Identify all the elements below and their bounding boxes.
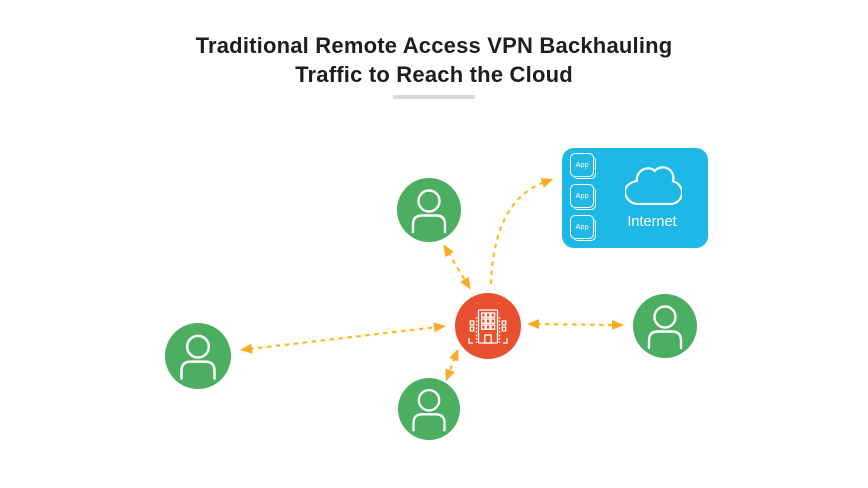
user-icon xyxy=(412,388,446,432)
arrow-datacenter-internet xyxy=(489,178,554,285)
app-box: App xyxy=(570,215,596,241)
arrow-user-top-datacenter xyxy=(443,244,471,290)
arrow-user-left-datacenter xyxy=(240,322,446,354)
page-title: Traditional Remote Access VPN Backhaulin… xyxy=(0,31,868,89)
internet-box: App App App Internet xyxy=(562,148,708,248)
page-title-line-2: Traffic to Reach the Cloud xyxy=(295,62,573,87)
app-box: App xyxy=(570,153,596,179)
title-divider xyxy=(393,95,475,99)
app-label: App xyxy=(575,222,589,232)
app-label: App xyxy=(575,160,589,170)
app-stack: App App App xyxy=(570,153,604,246)
user-icon xyxy=(180,334,216,380)
app-box: App xyxy=(570,184,596,210)
arrow-user-bottom-datacenter xyxy=(445,348,459,382)
remote-user-left xyxy=(165,323,231,389)
arrow-user-right-datacenter xyxy=(527,319,624,330)
remote-user-right xyxy=(633,294,697,358)
office-building-icon xyxy=(468,309,508,344)
internet-label: Internet xyxy=(627,214,677,230)
page-title-line-1: Traditional Remote Access VPN Backhaulin… xyxy=(195,33,673,58)
user-icon xyxy=(411,189,447,234)
remote-user-top xyxy=(397,178,461,242)
user-icon xyxy=(647,305,683,350)
app-label: App xyxy=(575,191,589,201)
datacenter-node xyxy=(455,293,521,359)
remote-user-bottom xyxy=(398,378,460,440)
cloud-icon xyxy=(625,166,682,206)
